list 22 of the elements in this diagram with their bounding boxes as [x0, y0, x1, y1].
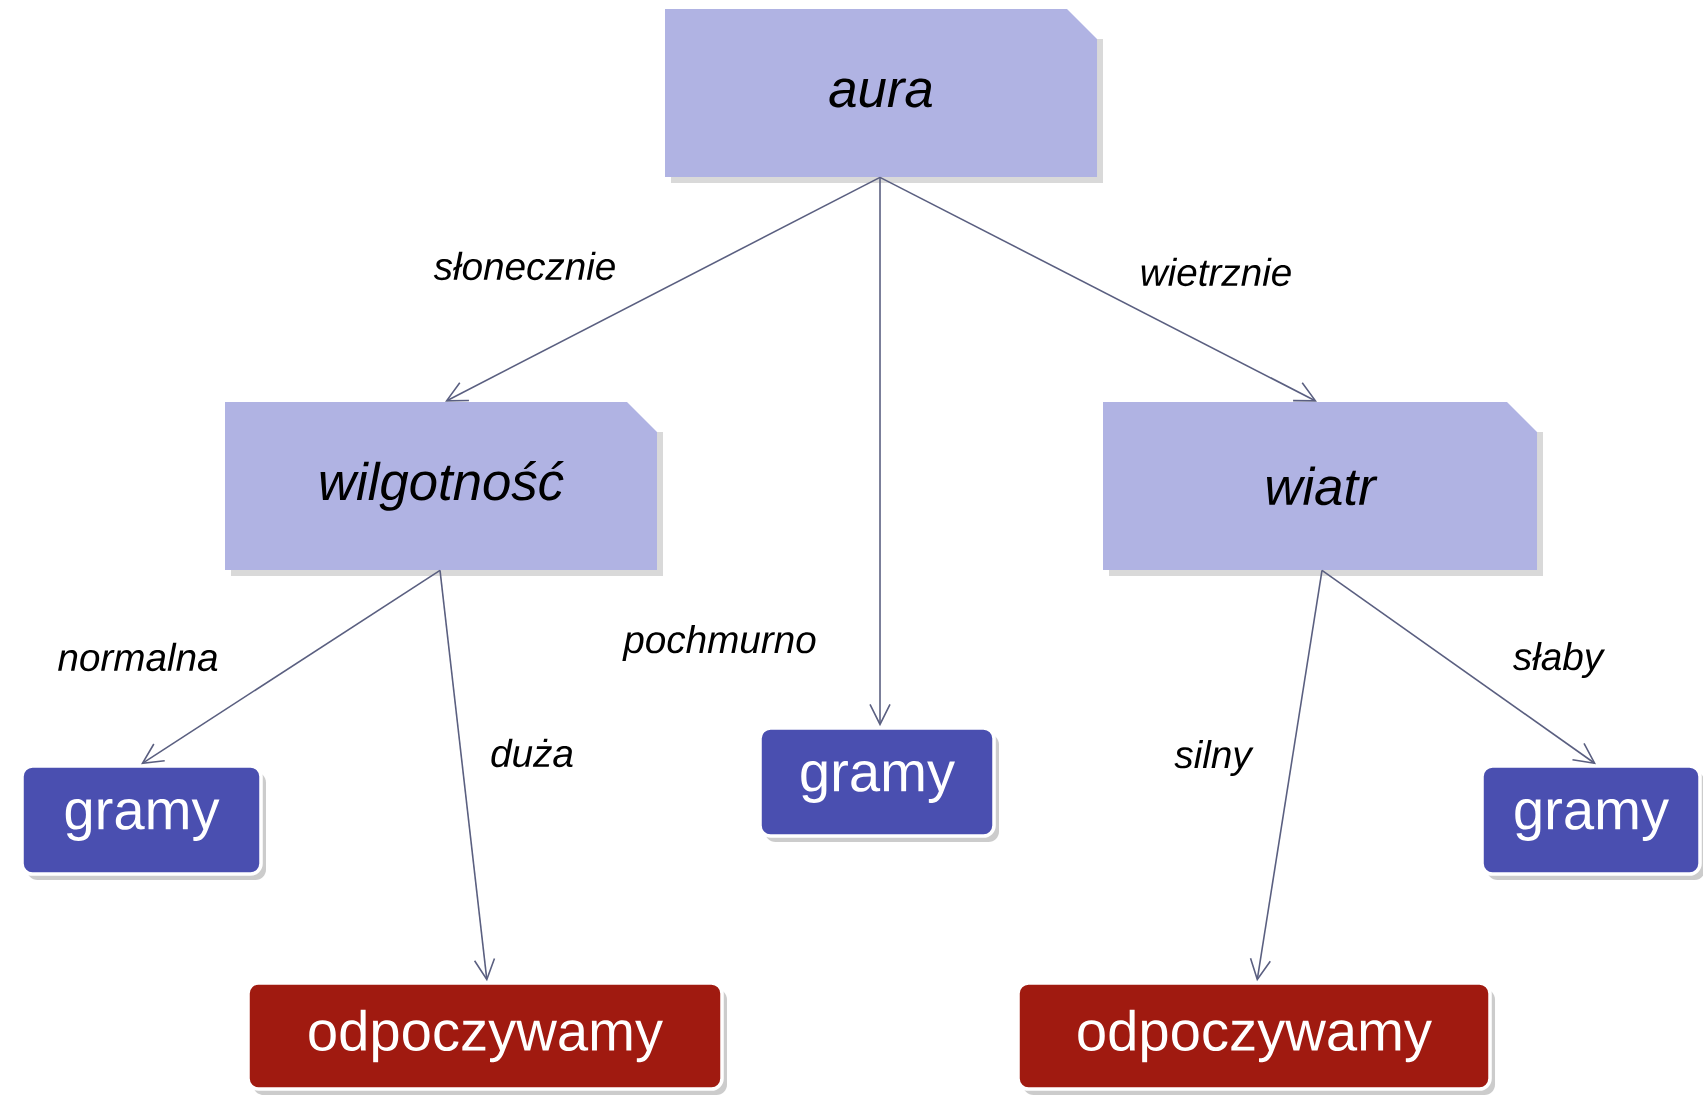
result-box: gramy	[20, 764, 266, 880]
edge-label: silny	[1172, 738, 1254, 778]
arrow	[445, 176, 881, 402]
result-box: gramy	[1480, 764, 1703, 880]
edge-label: normalna	[55, 641, 221, 673]
folder-box: wilgotność	[225, 402, 663, 576]
arrow	[1249, 569, 1323, 982]
result-box: gramy	[758, 726, 999, 842]
edge-label: duża	[488, 737, 576, 769]
edge-label: wietrznie	[1138, 256, 1295, 288]
edge-label: pochmurno	[621, 623, 819, 663]
arrow	[1321, 569, 1596, 765]
edge-label: słaby	[1511, 640, 1606, 680]
arrow	[869, 176, 891, 727]
arrow	[141, 569, 441, 765]
result-box: odpoczywamy	[1016, 981, 1495, 1095]
result-box: odpoczywamy	[246, 981, 727, 1095]
arrow	[879, 176, 1317, 402]
edge-label: słonecznie	[431, 250, 619, 282]
arrow	[439, 569, 496, 982]
folder-box: aura	[665, 9, 1103, 183]
folder-box: wiatr	[1103, 402, 1543, 576]
